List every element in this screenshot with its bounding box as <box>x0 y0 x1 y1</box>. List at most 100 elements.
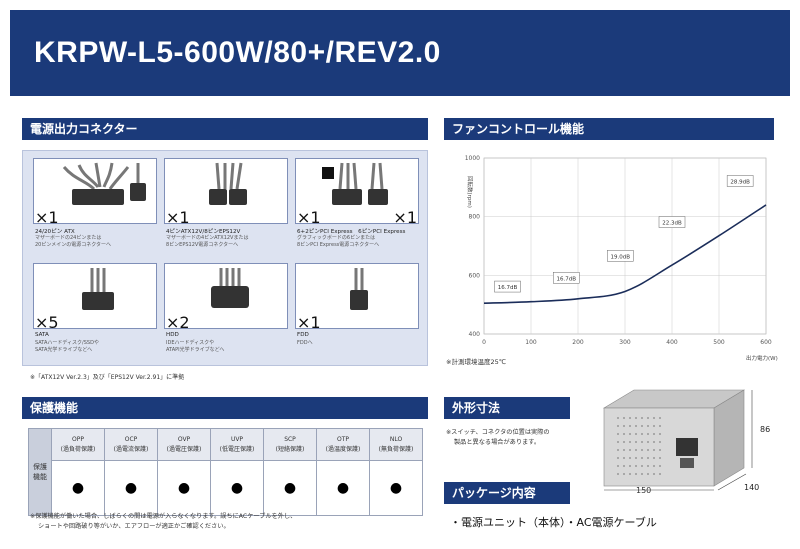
connector-desc: IDEハードディスクや ATAPI光学ドライブなどへ <box>166 340 225 353</box>
connector-label: 6+2ピンPCI Express 6ピンPCI Express <box>297 229 406 235</box>
protection-mark: ● <box>316 460 370 516</box>
eps12v-connector-icon <box>209 162 247 205</box>
annotation-label: 19.0dB <box>611 254 631 260</box>
connector-count-secondary: ×1 <box>393 208 417 227</box>
connector-card-pcie: ×1 ×1 6+2ピンPCI Express 6ピンPCI Express グラ… <box>295 158 419 256</box>
protection-col-opp: OPP(過負荷保護) <box>51 428 105 461</box>
connector-card-hdd: ×2 HDD IDEハードディスクや ATAPI光学ドライブなどへ <box>164 263 288 361</box>
header-banner: KRPW-L5-600W/80+/REV2.0 <box>10 10 790 96</box>
connectors-section-title: 電源出力コネクター <box>22 118 428 140</box>
connector-image <box>295 158 419 224</box>
protection-mark: ● <box>157 460 211 516</box>
connector-label: 24/20ピン ATX <box>35 229 75 235</box>
protection-section-title: 保護機能 <box>22 397 428 419</box>
connector-image <box>164 158 288 224</box>
connector-desc: FDDへ <box>297 340 313 346</box>
connector-desc: マザーボードの4ピンATX12Vまたは 8ピンEPS12V電源コネクターへ <box>166 235 249 248</box>
connector-desc: マザーボードの24ピンまたは 20ピンメインの電源コネクターへ <box>35 235 112 248</box>
x-tick-label: 400 <box>666 339 678 346</box>
fan-note: ※計測環境温度25℃ <box>446 358 507 366</box>
x-axis-label: 出力電力(W) <box>746 354 778 362</box>
annotation-label: 22.3dB <box>662 221 682 227</box>
fan-section-title: ファンコントロール機能 <box>444 118 774 140</box>
protection-mark: ● <box>263 460 317 516</box>
connector-count: ×1 <box>297 208 321 227</box>
protection-col-otp: OTP(過温度保護) <box>316 428 370 461</box>
dimension-depth: 140 <box>744 483 759 492</box>
x-tick-label: 500 <box>713 339 725 346</box>
y-tick-label: 600 <box>469 272 481 279</box>
connector-card-atx: ×1 24/20ピン ATX マザーボードの24ピンまたは 20ピンメインの電源… <box>33 158 157 256</box>
connector-label: 4ピンATX12V/8ピンEPS12V <box>166 229 241 235</box>
connector-label: SATA <box>35 332 49 338</box>
connector-image <box>33 263 157 329</box>
connector-image <box>164 263 288 329</box>
table-row: 保護 機能 OPP(過負荷保護) OCP(過電流保護) OVP(過電圧保護) U… <box>28 428 423 516</box>
protection-table: 保護 機能 OPP(過負荷保護) OCP(過電流保護) OVP(過電圧保護) U… <box>28 428 423 516</box>
pcie-connector-icon <box>322 162 388 205</box>
table-row: ● ● ● ● ● ● ● <box>29 460 423 516</box>
connector-image <box>33 158 157 224</box>
y-axis-label: 回転数(rpm) <box>466 176 474 208</box>
atx-connector-icon <box>62 162 146 205</box>
connector-desc: SATAハードディスク/SSDや SATA光学ドライブなどへ <box>35 340 99 353</box>
connector-card-eps12v: ×1 4ピンATX12V/8ピンEPS12V マザーボードの4ピンATX12Vま… <box>164 158 288 256</box>
dimension-width: 150 <box>636 486 652 495</box>
protection-note: ※保護機能が働いた場合、しばらくの間は電源が入らなくなります。誤ちにACケーブル… <box>30 513 297 530</box>
connector-card-fdd: ×1 FDD FDDへ <box>295 263 419 361</box>
protection-col-uvp: UVP(低電圧保護) <box>210 428 264 461</box>
page-title: KRPW-L5-600W/80+/REV2.0 <box>34 36 441 69</box>
psu-dimension-drawing: 86 140 <box>594 386 790 498</box>
connector-count: ×5 <box>35 313 59 332</box>
y-tick-label: 400 <box>469 331 481 338</box>
psu-box-icon: 86 140 <box>602 389 770 492</box>
x-tick-label: 100 <box>525 339 537 346</box>
dimension-height: 86 <box>760 425 770 434</box>
connector-label: HDD <box>166 332 179 338</box>
fan-curve-line <box>483 204 767 304</box>
protection-mark: ● <box>104 460 158 516</box>
protection-mark: ● <box>51 460 105 516</box>
protection-col-nlo: NLO(無負荷保護) <box>369 428 423 461</box>
annotation-label: 16.7dB <box>498 285 518 291</box>
x-tick-label: 0 <box>482 339 486 346</box>
hdd-connector-icon <box>211 268 249 308</box>
dimensions-section-title: 外形寸法 <box>444 397 570 419</box>
connector-count: ×1 <box>297 313 321 332</box>
chart-grid <box>483 157 767 335</box>
connector-image <box>295 263 419 329</box>
connector-count: ×1 <box>35 208 59 227</box>
annotation-label: 16.7dB <box>556 276 576 282</box>
protection-col-ovp: OVP(過電圧保護) <box>157 428 211 461</box>
package-contents: ・電源ユニット（本体）・AC電源ケーブル <box>450 516 657 529</box>
connector-count: ×2 <box>166 313 190 332</box>
annotation-box <box>658 216 686 228</box>
sata-connector-icon <box>82 268 114 310</box>
x-tick-label: 200 <box>572 339 584 346</box>
chart-ticks: 0 100 200 300 400 500 600 400 600 800 1000 <box>465 155 772 346</box>
connector-count: ×1 <box>166 208 190 227</box>
annotation-label: 28.9dB <box>730 179 750 185</box>
annotation-box <box>607 250 634 262</box>
protection-row-header: 保護 機能 <box>28 428 52 516</box>
fdd-connector-icon <box>350 268 368 310</box>
chart-annotations: 16.7dB 16.7dB 19.0dB 22.3dB 28.9dB <box>494 175 754 293</box>
connectors-note: ※「ATX12V Ver.2.3」及び「EPS12V Ver.2.91」に準拠 <box>30 374 185 381</box>
dimensions-note: ※スイッチ、コネクタの位置は実際の 製品と異なる場合があります。 <box>446 429 550 446</box>
protection-mark: ● <box>369 460 423 516</box>
x-tick-label: 300 <box>619 339 631 346</box>
connector-desc: グラフィックボードの6ピンまたは 8ピンPCI Express電源コネクターへ <box>297 235 380 248</box>
y-tick-label: 800 <box>469 214 481 221</box>
y-tick-label: 1000 <box>465 155 480 162</box>
connector-card-sata: ×5 SATA SATAハードディスク/SSDや SATA光学ドライブなどへ <box>33 263 157 361</box>
protection-col-scp: SCP(短絡保護) <box>263 428 317 461</box>
package-section-title: パッケージ内容 <box>444 482 570 504</box>
x-tick-label: 600 <box>760 339 772 346</box>
connector-label: FDD <box>297 332 309 338</box>
protection-mark: ● <box>210 460 264 516</box>
connectors-panel: ×1 24/20ピン ATX マザーボードの24ピンまたは 20ピンメインの電源… <box>22 150 428 366</box>
annotation-box <box>726 175 754 187</box>
annotation-box <box>553 272 580 284</box>
protection-col-ocp: OCP(過電流保護) <box>104 428 158 461</box>
